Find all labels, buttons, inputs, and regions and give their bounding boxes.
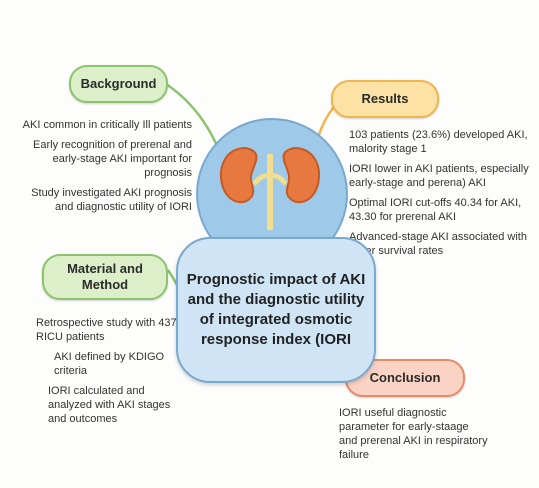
conclusion-label: Conclusion — [369, 370, 441, 385]
conclusion-list: IORI useful diagnostic parameter for ear… — [339, 406, 489, 468]
central-topic-title: Prognostic impact of AKI and the diagnos… — [186, 271, 366, 348]
background-node: Background — [69, 65, 168, 103]
method-label: Material and Method — [67, 261, 143, 292]
results-item: Advanced-stage AKI associated with lower… — [349, 231, 527, 257]
method-item: IORI calculated and analyzed with AKI st… — [48, 385, 171, 425]
background-list: AKI common in critically Ill patients Ea… — [12, 118, 192, 220]
results-label: Results — [361, 91, 409, 106]
background-item: AKI common in critically Ill patients — [22, 119, 192, 131]
results-node: Results — [331, 80, 439, 118]
results-item: IORI lower in AKI patients, especially e… — [349, 163, 529, 189]
background-item: Early recognition of prerenal and early-… — [33, 139, 192, 179]
method-item: Retrospective study with 437 RICU patien… — [36, 317, 177, 343]
results-list: 103 patients (23.6%) developed AKI, malo… — [349, 128, 529, 264]
method-item: AKI defined by KDIGO criteria — [54, 351, 165, 377]
results-item: Optimal IORI cut-offs 40.34 for AKI, 43.… — [349, 197, 522, 223]
central-topic-node: Prognostic impact of AKI and the diagnos… — [176, 237, 376, 383]
background-item: Study investigated AKI prognosis and dia… — [31, 187, 192, 213]
background-label: Background — [80, 76, 157, 91]
method-node: Material and Method — [42, 254, 168, 300]
method-list: Retrospective study with 437 RICU patien… — [36, 316, 186, 432]
conclusion-item: IORI useful diagnostic parameter for ear… — [339, 407, 488, 461]
kidneys-icon — [220, 146, 320, 230]
results-item: 103 patients (23.6%) developed AKI, malo… — [349, 129, 528, 155]
